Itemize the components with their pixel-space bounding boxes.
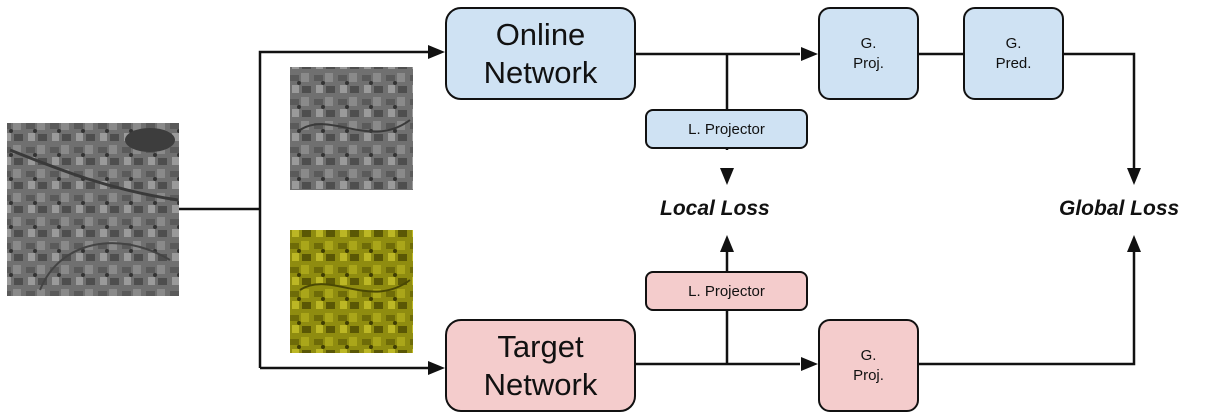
- online-g-pred-box: G. Pred.: [963, 7, 1064, 100]
- global-loss-label: Global Loss: [1059, 197, 1180, 220]
- arrow-to-global-loss-top: [1127, 168, 1141, 185]
- online-g-pred-line2: Pred.: [995, 54, 1032, 72]
- target-network-line1: Target: [497, 328, 584, 364]
- target-g-proj-line2: Proj.: [853, 366, 884, 384]
- target-l-projector-box: L. Projector: [645, 271, 808, 311]
- arrow-to-target-g-proj: [801, 357, 818, 371]
- online-network-line2: Network: [483, 54, 598, 90]
- online-network-line1: Online: [495, 16, 586, 52]
- target-l-projector-label: L. Projector: [688, 282, 765, 300]
- online-l-projector-label: L. Projector: [688, 120, 765, 138]
- online-g-proj-line1: G.: [860, 34, 877, 52]
- online-view-image: [290, 67, 413, 190]
- target-view-image: [290, 230, 413, 353]
- target-network-line2: Network: [483, 366, 598, 402]
- arrow-to-online-network: [428, 45, 445, 59]
- arrow-to-online-g-proj: [801, 47, 818, 61]
- arrow-to-local-loss-bottom: [720, 235, 734, 252]
- target-network-box: Target Network: [445, 319, 636, 412]
- arrow-to-target-network: [428, 361, 445, 375]
- local-loss-label: Local Loss: [660, 197, 770, 220]
- online-g-pred-line1: G.: [1005, 34, 1022, 52]
- arrowheads: [428, 45, 1141, 375]
- online-g-proj-line2: Proj.: [853, 54, 884, 72]
- connector-lines: [179, 50, 1136, 370]
- arrow-to-local-loss-top: [720, 168, 734, 185]
- input-image: [7, 123, 179, 296]
- online-g-proj-box: G. Proj.: [818, 7, 919, 100]
- target-g-proj-box: G. Proj.: [818, 319, 919, 412]
- online-network-box: Online Network: [445, 7, 636, 100]
- target-g-proj-line1: G.: [860, 346, 877, 364]
- online-l-projector-box: L. Projector: [645, 109, 808, 149]
- arrow-to-global-loss-bottom: [1127, 235, 1141, 252]
